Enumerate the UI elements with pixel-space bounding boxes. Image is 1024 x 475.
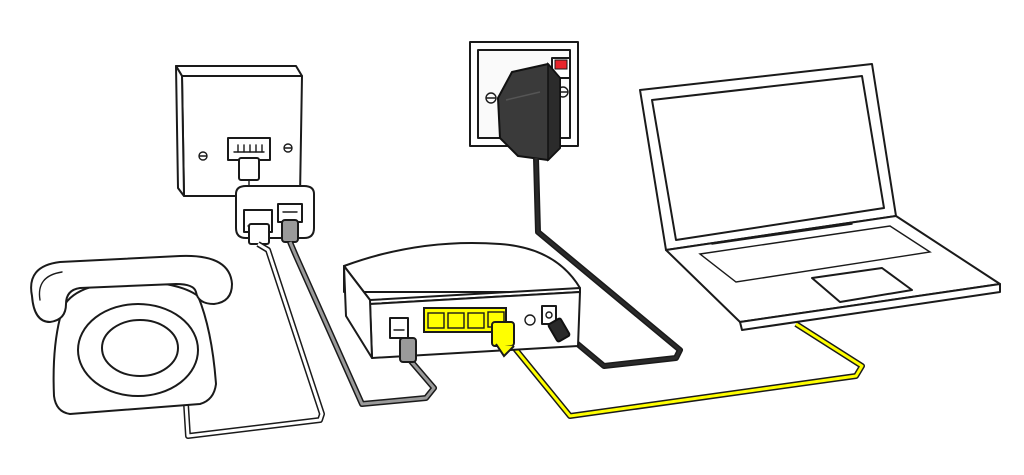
phone-cable — [183, 241, 325, 439]
router — [343, 241, 581, 359]
dsl-cable — [287, 240, 437, 407]
telephone — [30, 254, 233, 415]
power-adapter — [497, 61, 561, 162]
ethernet-cable — [505, 321, 865, 419]
router-plugs — [399, 317, 571, 363]
wall-phone-socket — [175, 65, 303, 197]
router-phone-port — [389, 317, 409, 339]
power-cable — [533, 157, 683, 369]
adsl-microfilter — [235, 185, 315, 239]
socket-plug-cable — [238, 157, 260, 191]
router-reset-button — [524, 314, 536, 326]
laptop — [639, 63, 1001, 331]
